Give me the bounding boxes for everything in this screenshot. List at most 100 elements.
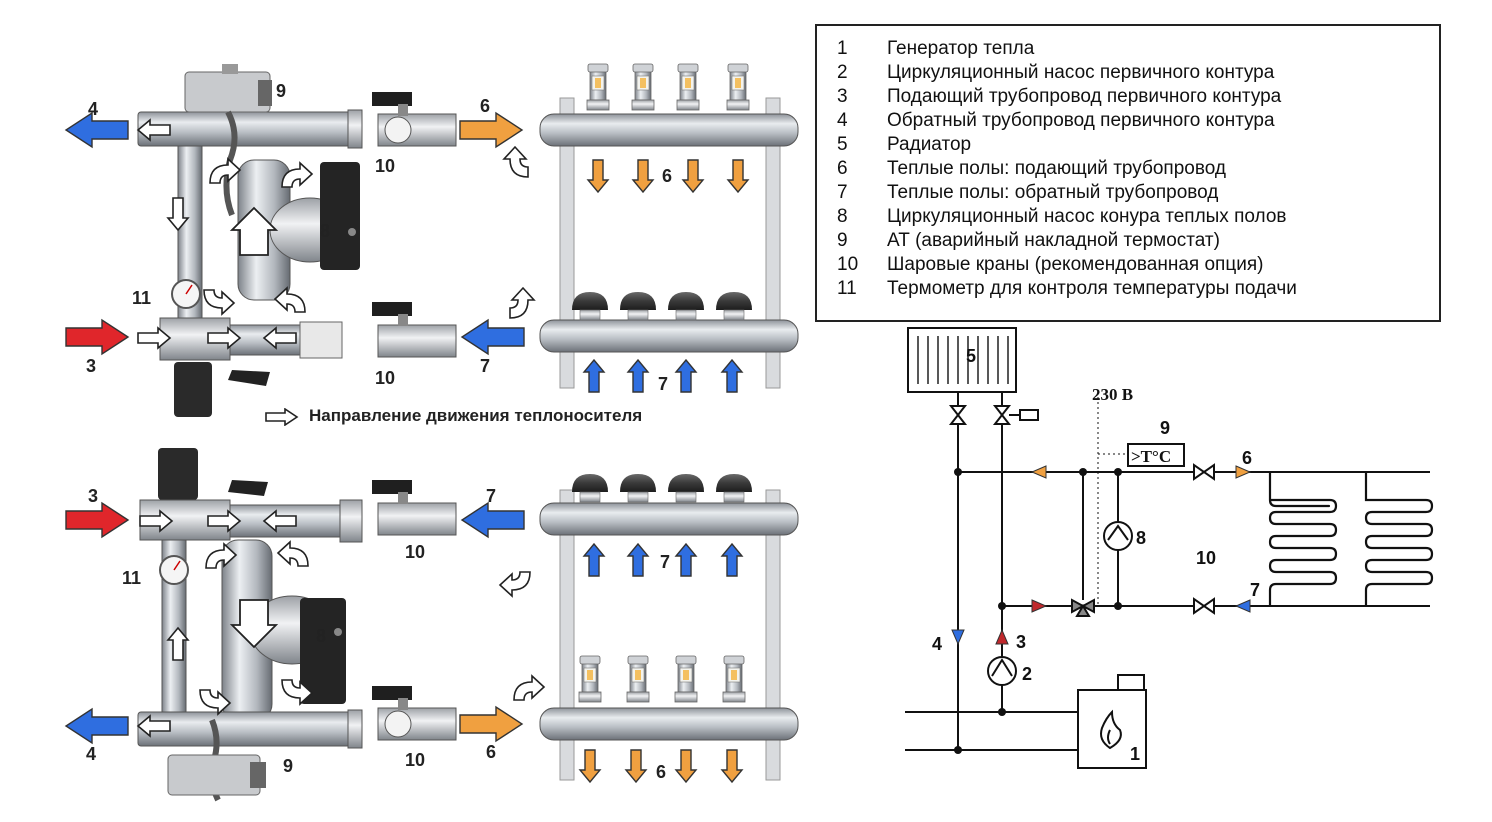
legend-num: 6	[837, 158, 848, 179]
floor-loop-2	[1364, 472, 1434, 606]
schematic-label-10: 10	[1196, 548, 1216, 568]
bottom-mixing-valve	[139, 448, 363, 543]
top-label-9: 9	[276, 81, 286, 101]
bottom-label-7b: 7	[660, 552, 670, 572]
legend-text: Термометр для контроля температуры подач…	[887, 278, 1297, 299]
top-label-7: 7	[480, 356, 490, 376]
bottom-labels: 3 7 10 11 7 8 4 10 6 9 6	[86, 486, 670, 782]
legend-text: Шаровые краны (рекомендованная опция)	[887, 254, 1264, 275]
legend-box: 1 Генератор тепла 2 Циркуляционный насос п…	[815, 24, 1441, 322]
arrow-4	[951, 629, 965, 646]
bottom-return-pipe	[137, 709, 363, 749]
legend-item: 5 Радиатор	[837, 134, 971, 156]
schematic-label-2: 2	[1022, 664, 1032, 684]
legend-item: 6 Теплые полы: подающий трубопровод	[837, 158, 1226, 180]
thermostat-text: >T°C	[1131, 447, 1171, 466]
pump-2-symbol	[987, 656, 1017, 686]
legend-text: Циркуляционный насос первичного контура	[887, 62, 1275, 83]
legend-item: 2 Циркуляционный насос первичного контура	[837, 62, 1274, 84]
legend-text: Обратный трубопровод первичного контура	[887, 110, 1275, 131]
schematic-label-5: 5	[966, 346, 976, 366]
arrow-mix-in	[1031, 599, 1048, 613]
top-labels: 4 9 6 10 6 8 11 3 10 7 7	[86, 81, 672, 394]
legend-text: Радиатор	[887, 134, 972, 155]
thermostat-box	[1127, 443, 1185, 467]
legend-text: Теплые полы: обратный трубопровод	[887, 182, 1219, 203]
bottom-label-3: 3	[88, 486, 98, 506]
top-label-7b: 7	[658, 374, 668, 394]
legend-item: 10 Шаровые краны (рекомендованная опция)	[837, 254, 1263, 276]
arrow-7	[1234, 599, 1251, 613]
schematic-label-3: 3	[1016, 632, 1026, 652]
legend-text: Подающий трубопровод первичного контура	[887, 86, 1282, 107]
bottom-ball-valve-supply	[372, 686, 457, 741]
top-label-6b: 6	[662, 166, 672, 186]
bottom-flow-arrows	[65, 502, 545, 744]
top-label-10b: 10	[375, 368, 395, 388]
legend-item: 8 Циркуляционный насос конура теплых поло…	[837, 206, 1286, 228]
white-arrow-icon	[265, 407, 299, 426]
legend-num: 7	[837, 182, 848, 203]
arrow-6	[1235, 465, 1252, 479]
legend-item: 7 Теплые полы: обратный трубопровод	[837, 182, 1218, 204]
bottom-label-11: 11	[122, 568, 141, 588]
legend-num: 3	[837, 86, 848, 107]
schematic-label-6: 6	[1242, 448, 1252, 468]
top-label-11: 11	[132, 288, 151, 308]
radiator-valve-left	[948, 405, 968, 425]
arrow-upper-left	[1030, 465, 1047, 479]
floor-valve-upper	[1193, 463, 1215, 481]
legend-num: 2	[837, 62, 848, 83]
top-return-pipe	[137, 109, 363, 149]
voltage-label: 230 В	[1092, 385, 1133, 404]
pump-8-symbol	[1103, 521, 1133, 551]
bottom-label-10b: 10	[405, 750, 425, 770]
schematic-label-8: 8	[1136, 528, 1146, 548]
bottom-label-9: 9	[283, 756, 293, 776]
schematic-label-7: 7	[1250, 580, 1260, 600]
radiator-valve-right	[992, 405, 1039, 425]
bottom-label-6: 6	[486, 742, 496, 762]
legend-text: Циркуляционный насос конура теплых полов	[887, 206, 1287, 227]
top-ball-valve-return	[372, 302, 457, 358]
three-way-valve	[1071, 598, 1095, 617]
bottom-manifold	[539, 473, 799, 783]
bottom-thermostat-box	[167, 754, 266, 796]
top-label-3: 3	[86, 356, 96, 376]
schematic-label-1: 1	[1130, 744, 1140, 764]
top-mixing-assembly: 4 9 6 10 6 8 11 3 10 7 7	[65, 63, 799, 417]
floor-valve-lower	[1193, 597, 1215, 615]
bottom-label-8: 8	[316, 626, 326, 646]
top-ball-valve-supply	[372, 92, 457, 147]
top-manifold	[539, 63, 799, 393]
arrow-3	[995, 628, 1009, 645]
flame-icon	[1100, 709, 1122, 750]
legend-text: Генератор тепла	[887, 38, 1035, 59]
bottom-ball-valve-return	[372, 480, 457, 536]
legend-num: 4	[837, 110, 848, 131]
legend-item: 3 Подающий трубопровод первичного контура	[837, 86, 1281, 108]
legend-text: Теплые полы: подающий трубопровод	[887, 158, 1226, 179]
schematic-label-9: 9	[1160, 418, 1170, 438]
legend-item: 4 Обратный трубопровод первичного контура	[837, 110, 1275, 132]
schematic-flow-arrows	[951, 465, 1252, 646]
boiler-symbol	[1077, 674, 1147, 769]
legend-num: 1	[837, 38, 848, 59]
schematic-radiator	[907, 327, 1017, 393]
bottom-label-6b: 6	[656, 762, 666, 782]
schematic-label-4: 4	[932, 634, 942, 654]
bottom-label-10a: 10	[405, 542, 425, 562]
legend-text: АТ (аварийный накладной термостат)	[887, 230, 1220, 251]
top-mixing-valve	[159, 317, 343, 417]
legend-num: 8	[837, 206, 848, 227]
top-flow-arrows	[65, 112, 535, 355]
legend-item: 1 Генератор тепла	[837, 38, 1034, 60]
bottom-label-4: 4	[86, 744, 96, 764]
bottom-mixing-assembly: 3 7 10 11 7 8 4 10 6 9 6	[65, 448, 799, 802]
top-label-8: 8	[320, 221, 330, 241]
legend-num: 10	[837, 254, 859, 275]
legend-num: 5	[837, 134, 848, 155]
floor-loop-1	[1268, 472, 1338, 606]
